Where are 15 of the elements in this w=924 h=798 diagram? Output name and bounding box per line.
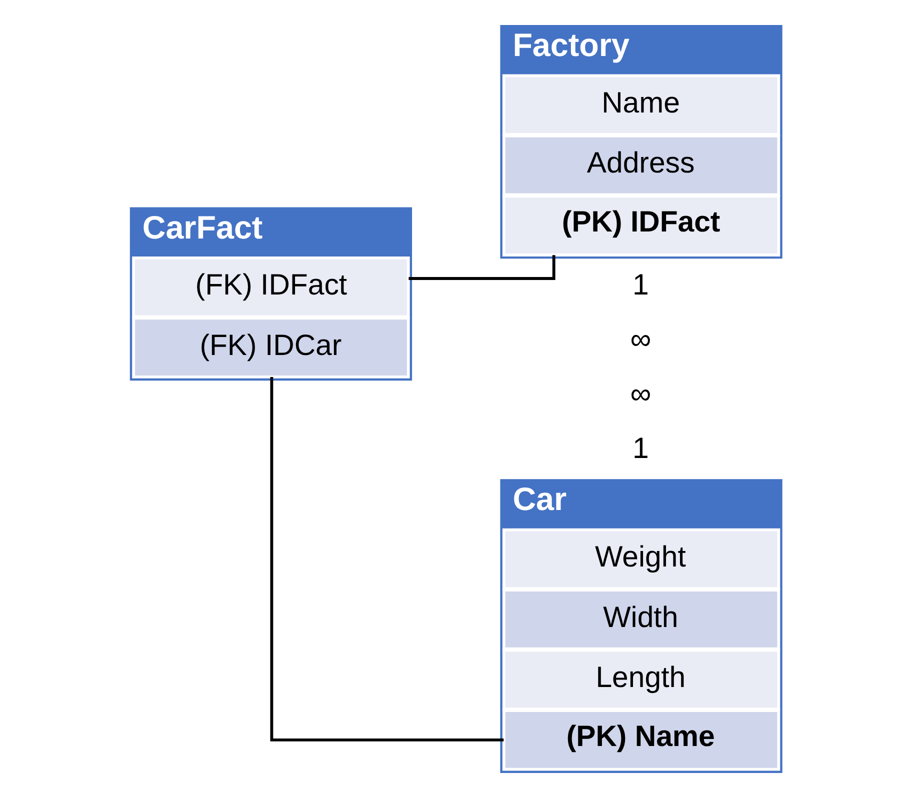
label: 1 xyxy=(632,432,649,465)
label: ∞ xyxy=(630,323,652,356)
node-box: Weight xyxy=(502,528,780,590)
node-box: (PK) Name xyxy=(502,709,780,771)
node-box: Width xyxy=(502,588,780,650)
node-box: Name xyxy=(502,74,780,136)
node-box: (FK) IDCar xyxy=(132,316,410,378)
node-box: Length xyxy=(502,648,780,711)
node-box: (FK) IDFact xyxy=(132,256,410,318)
label: 1 xyxy=(632,268,649,302)
connector xyxy=(270,377,504,742)
label: ∞ xyxy=(630,377,652,410)
node-box: Address xyxy=(502,134,780,196)
node-box: (PK) IDFact xyxy=(502,194,780,256)
connector xyxy=(408,255,556,280)
